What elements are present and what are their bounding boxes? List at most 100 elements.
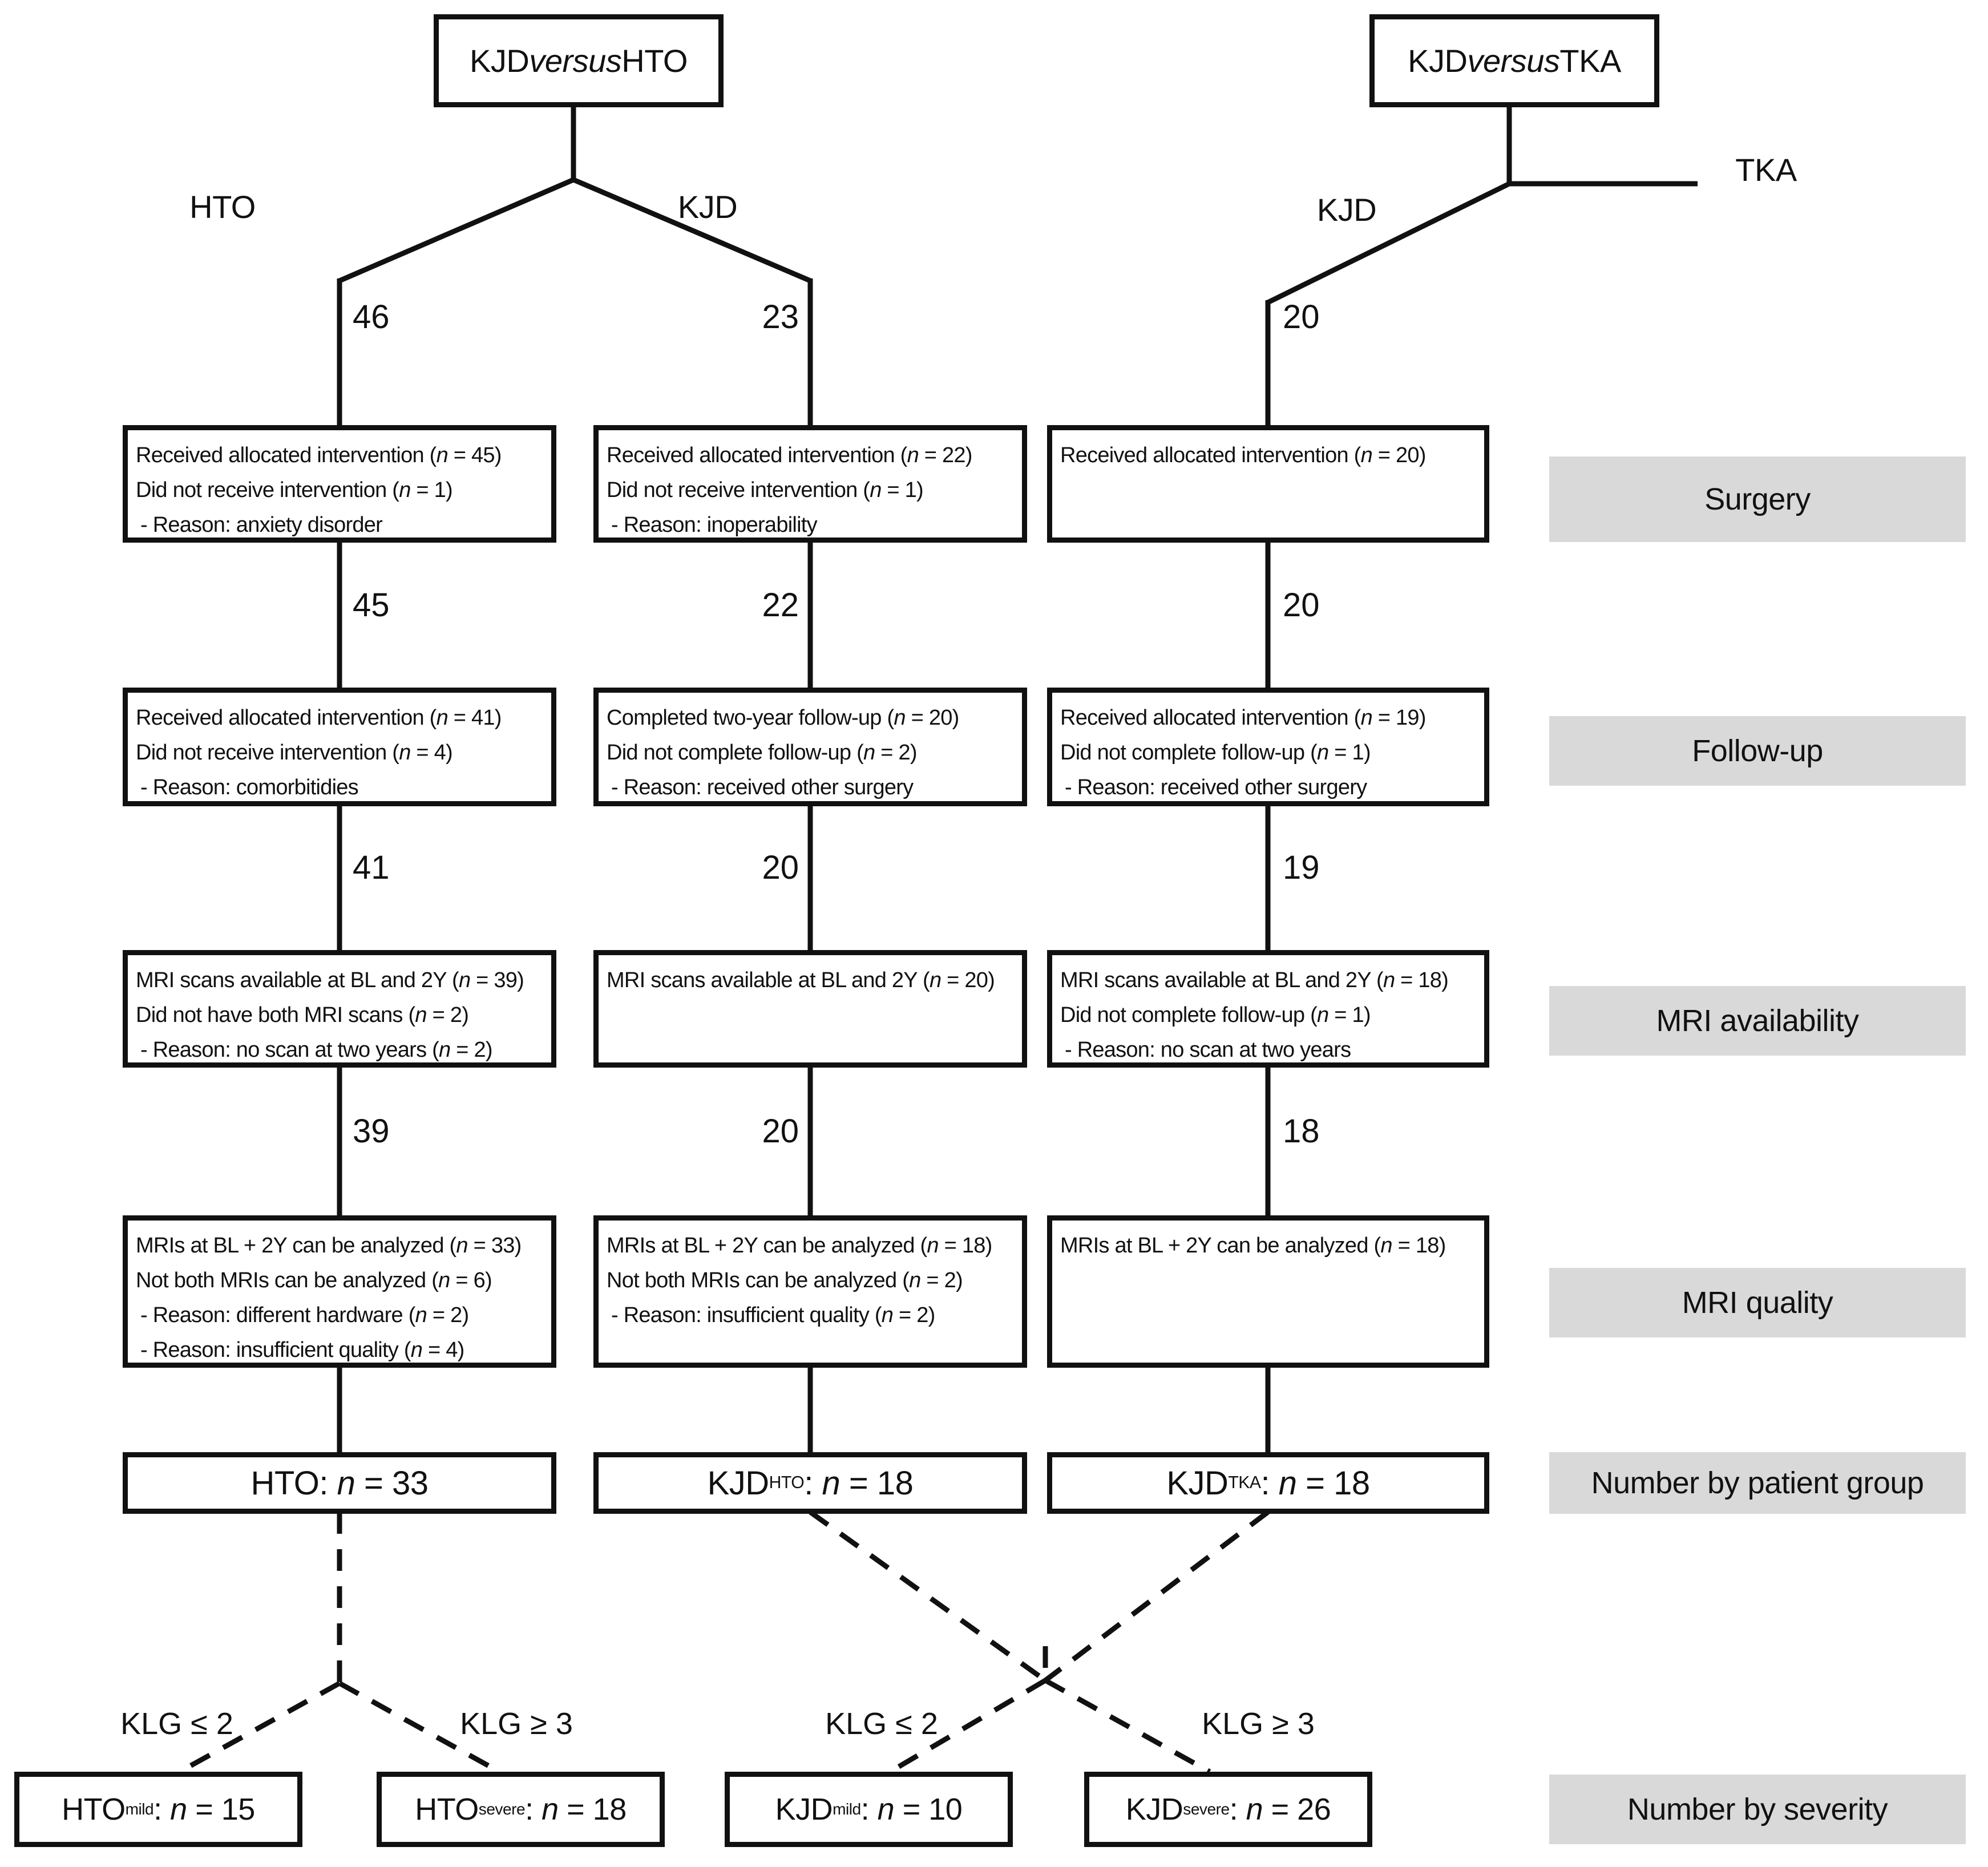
box-mri-quality-kjdtka: MRIs at BL + 2Y can be analyzed (n = 18): [1047, 1215, 1489, 1368]
branch-label-hto: HTO: [189, 189, 256, 225]
stage-label-mri-quality: MRI quality: [1549, 1268, 1966, 1337]
dashed-hto-mild: [178, 1681, 341, 1774]
box-text-line: Received allocated intervention (n = 20): [1060, 443, 1426, 467]
box-text-line: MRIs at BL + 2Y can be analyzed (n = 18): [1060, 1234, 1446, 1258]
group-box-hto: HTO: n = 33: [123, 1452, 556, 1514]
group-count: : n = 10: [860, 1792, 963, 1826]
box-text-line: - Reason: anxiety disorder: [140, 513, 383, 537]
group-base: HTO: [415, 1792, 479, 1826]
line-branch-kjd-right: [1267, 181, 1510, 305]
box-text-line: - Reason: insufficient quality (n = 4): [140, 1338, 464, 1362]
box-text-line: - Reason: different hardware (n = 2): [140, 1303, 469, 1327]
group-base: KJD: [1125, 1792, 1183, 1826]
box-text-line: Did not receive intervention (n = 1): [136, 478, 453, 502]
group-count: : n = 18: [1260, 1464, 1371, 1502]
count-after-surgery-hto: 45: [353, 587, 390, 624]
box-surgery-hto: Received allocated intervention (n = 45)…: [123, 425, 556, 543]
dashed-kjd-severe: [1044, 1678, 1211, 1774]
line-branch-hto: [338, 177, 575, 284]
group-base: HTO: [62, 1792, 126, 1826]
group-base: HTO: [250, 1464, 320, 1502]
klg-label-kjd-mild: KLG ≤ 2: [825, 1707, 938, 1741]
box-mri-availability-kjdtka: MRI scans available at BL and 2Y (n = 18…: [1047, 950, 1489, 1068]
box-followup-hto: Received allocated intervention (n = 41)…: [123, 688, 556, 806]
count-after-mri-availability-hto: 39: [353, 1113, 390, 1150]
count-after-mri-availability-kjdhto: 20: [762, 1113, 799, 1150]
box-text-line: Not both MRIs can be analyzed (n = 6): [136, 1268, 492, 1292]
group-count: : n = 33: [319, 1464, 429, 1502]
box-text-line: - Reason: received other surgery: [1065, 775, 1367, 799]
group-base: KJD: [1166, 1464, 1229, 1502]
box-text-line: Did not complete follow-up (n = 1): [1060, 741, 1371, 765]
box-text-line: Not both MRIs can be analyzed (n = 2): [607, 1268, 963, 1292]
box-surgery-kjdhto: Received allocated intervention (n = 22)…: [593, 425, 1027, 543]
box-text-line: Did not have both MRI scans (n = 2): [136, 1003, 469, 1027]
box-text-line: MRIs at BL + 2Y can be analyzed (n = 18): [607, 1234, 992, 1258]
stage-label-followup: Follow-up: [1549, 716, 1966, 786]
dashed-hto-severe: [338, 1681, 501, 1774]
count-allocated-kjdhto: 23: [762, 298, 799, 336]
box-text-line: Received allocated intervention (n = 41): [136, 706, 502, 730]
branch-label-kjd-left: KJD: [677, 189, 738, 225]
klg-label-hto-severe: KLG ≥ 3: [460, 1707, 573, 1741]
stage-label-patient-group: Number by patient group: [1549, 1452, 1966, 1514]
box-text-line: Did not complete follow-up (n = 2): [607, 741, 918, 765]
klg-label-hto-mild: KLG ≤ 2: [120, 1707, 233, 1741]
box-followup-kjdtka: Received allocated intervention (n = 19)…: [1047, 688, 1489, 806]
box-mri-availability-hto: MRI scans available at BL and 2Y (n = 39…: [123, 950, 556, 1068]
count-allocated-hto: 46: [353, 298, 390, 336]
count-after-surgery-kjdhto: 22: [762, 587, 799, 624]
box-text-line: Received allocated intervention (n = 19): [1060, 706, 1426, 730]
stage-label-mri-availability: MRI availability: [1549, 986, 1966, 1056]
count-after-followup-hto: 41: [353, 849, 390, 886]
group-count: : n = 18: [525, 1792, 627, 1826]
box-text-line: Did not complete follow-up (n = 1): [1060, 1003, 1371, 1027]
box-text-line: - Reason: inoperability: [611, 513, 818, 537]
dashed-kjdtka-join: [1044, 1510, 1270, 1683]
count-after-followup-kjdhto: 20: [762, 849, 799, 886]
stage-label-surgery: Surgery: [1549, 456, 1966, 542]
box-text-line: Did not receive intervention (n = 4): [136, 741, 453, 765]
box-surgery-kjdtka: Received allocated intervention (n = 20): [1047, 425, 1489, 543]
count-after-followup-kjdtka: 19: [1283, 849, 1320, 886]
box-text-line: MRIs at BL + 2Y can be analyzed (n = 33): [136, 1234, 522, 1258]
box-text-line: Did not receive intervention (n = 1): [607, 478, 924, 502]
box-text-line: MRI scans available at BL and 2Y (n = 39…: [136, 968, 524, 992]
stage-label-severity: Number by severity: [1549, 1775, 1966, 1844]
group-base: KJD: [707, 1464, 770, 1502]
count-allocated-kjdtka: 20: [1283, 298, 1320, 336]
box-followup-kjdhto: Completed two-year follow-up (n = 20) Did…: [593, 688, 1027, 806]
box-text-line: Received allocated intervention (n = 45): [136, 443, 502, 467]
group-count: : n = 18: [804, 1464, 914, 1502]
klg-label-kjd-severe: KLG ≥ 3: [1202, 1707, 1315, 1741]
box-text-line: MRI scans available at BL and 2Y (n = 18…: [1060, 968, 1449, 992]
count-after-mri-availability-kjdtka: 18: [1283, 1113, 1320, 1150]
title-box-kjd-vs-hto: KJD versus HTO: [434, 14, 724, 107]
box-text-line: MRI scans available at BL and 2Y (n = 20…: [607, 968, 995, 992]
group-base: KJD: [775, 1792, 833, 1826]
dashed-kjdhto-join: [809, 1510, 1047, 1683]
branch-label-tka: TKA: [1735, 152, 1797, 188]
dashed-kjd-mild: [888, 1678, 1047, 1774]
box-text-line: - Reason: received other surgery: [611, 775, 914, 799]
box-mri-quality-kjdhto: MRIs at BL + 2Y can be analyzed (n = 18)…: [593, 1215, 1027, 1368]
line-branch-kjd-left: [572, 177, 811, 284]
branch-label-kjd-right: KJD: [1316, 192, 1377, 228]
box-text-line: Received allocated intervention (n = 22): [607, 443, 972, 467]
box-text-line: - Reason: no scan at two years: [1065, 1038, 1351, 1062]
box-mri-availability-kjdhto: MRI scans available at BL and 2Y (n = 20…: [593, 950, 1027, 1068]
box-text-line: - Reason: comorbitidies: [140, 775, 359, 799]
box-text-line: - Reason: insufficient quality (n = 2): [611, 1303, 935, 1327]
title-box-kjd-vs-tka: KJD versus TKA: [1369, 14, 1659, 107]
box-text-line: Completed two-year follow-up (n = 20): [607, 706, 959, 730]
count-after-surgery-kjdtka: 20: [1283, 587, 1320, 624]
box-text-line: - Reason: no scan at two years (n = 2): [140, 1038, 493, 1062]
